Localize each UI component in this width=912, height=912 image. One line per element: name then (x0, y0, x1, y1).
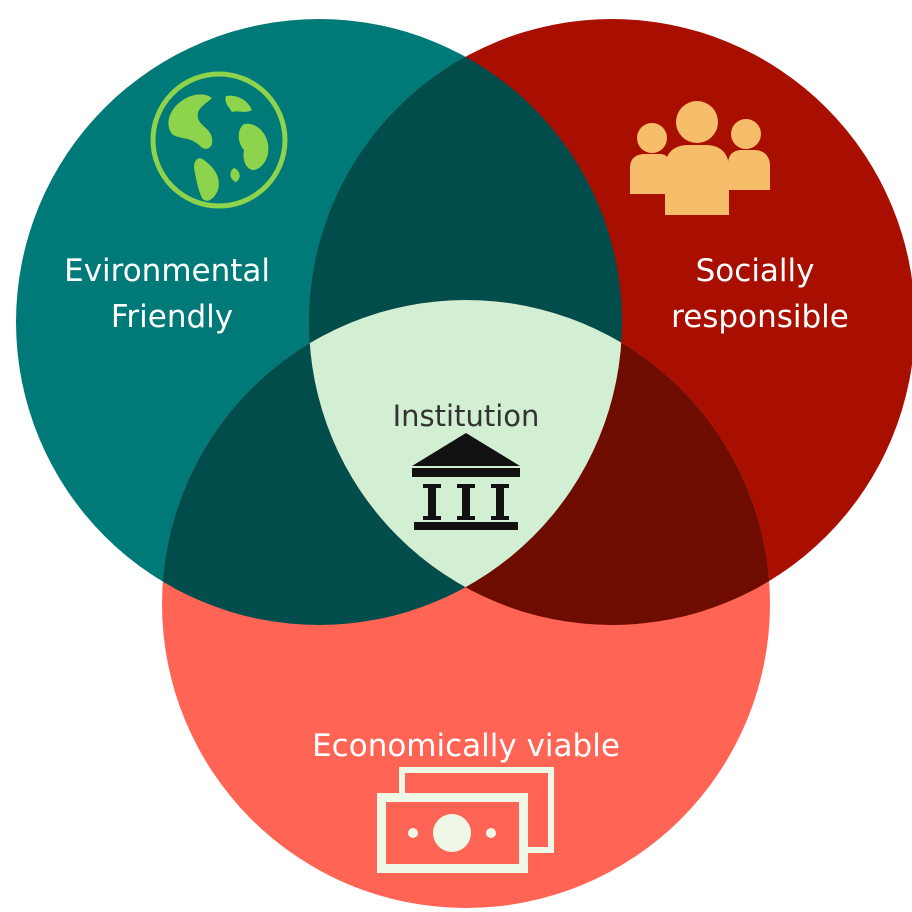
center-label: Institution (393, 399, 540, 433)
banknotes-icon (377, 767, 554, 873)
economic-label: Economically viable (312, 728, 620, 764)
environment-label: Evironmental Friendly (64, 253, 280, 335)
people-icon (630, 101, 770, 215)
social-label: Socially responsible (671, 253, 849, 335)
globe-icon (150, 71, 288, 209)
institution-building-icon (412, 433, 520, 530)
